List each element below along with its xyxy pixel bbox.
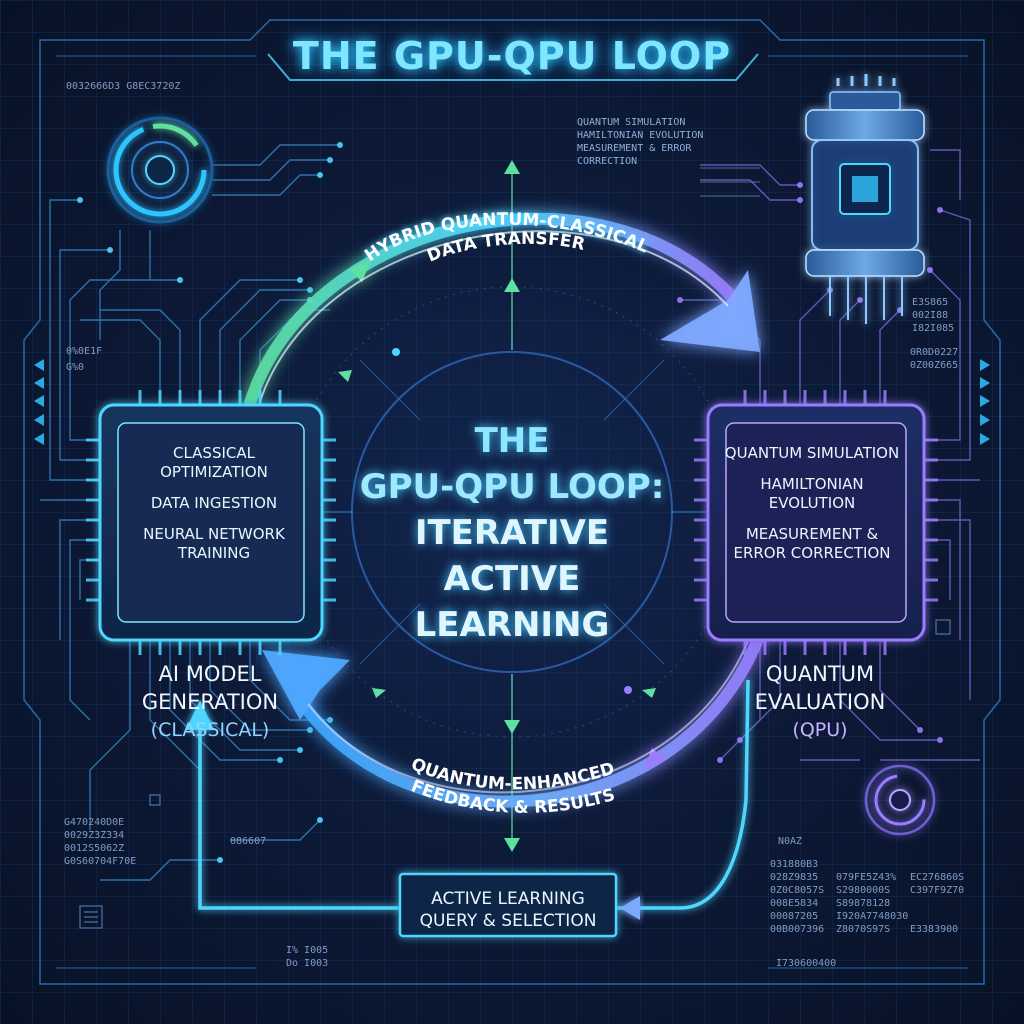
page-title: THE GPU-QPU LOOP <box>292 34 732 78</box>
quantum-task: CORRECTION <box>577 156 638 167</box>
center-title-line1: THE <box>474 421 550 461</box>
qpu-chip-items: QUANTUM SIMULATION HAMILTONIAN EVOLUTION… <box>722 444 902 575</box>
hex-line: E3S865 <box>912 297 949 308</box>
qpu-label-line2: EVALUATION <box>754 690 886 714</box>
hex-line: G470240D0E <box>64 817 125 828</box>
active-learning-line1: ACTIVE LEARNING <box>431 889 585 909</box>
quantum-task-list: QUANTUM SIMULATION HAMILTONIAN EVOLUTION… <box>577 116 747 168</box>
hex-line: 079FE5Z43% <box>836 872 897 883</box>
hex-block-right: E3S865 002I88 I82I085 <box>912 296 954 335</box>
hex-line: G0S60704F70E <box>64 856 137 867</box>
hex-col-3: EC276860S C397F9Z70 E3383900 <box>910 871 964 936</box>
hex-line: 031880B3 <box>770 859 819 870</box>
hex-block-bottom-left: G470240D0E 0029Z3Z334 0012S5062Z G0S6070… <box>64 816 136 868</box>
gpu-item: NEURAL NETWORK TRAINING <box>143 525 285 562</box>
hex-tag: G%0 <box>66 362 85 373</box>
qpu-item: MEASUREMENT & ERROR CORRECTION <box>733 525 891 562</box>
gpu-item: CLASSICAL OPTIMIZATION <box>160 444 268 481</box>
qpu-item: QUANTUM SIMULATION <box>724 444 900 462</box>
quantum-task: MEASUREMENT & ERROR <box>577 143 692 154</box>
active-learning-label: ACTIVE LEARNING QUERY & SELECTION <box>404 888 612 932</box>
hex-tag: 0%0E1F <box>66 346 103 357</box>
hex-line: 0Z00Z665 <box>910 360 959 371</box>
hex-line: 008E5834 <box>770 898 819 909</box>
hex-line: 0Z0C8057S <box>770 885 825 896</box>
quantum-task: HAMILTONIAN EVOLUTION <box>577 130 704 141</box>
hex-line: 002I88 <box>912 310 949 321</box>
qpu-chip <box>706 403 926 642</box>
active-learning-line2: QUERY & SELECTION <box>419 911 597 931</box>
gpu-chip <box>98 403 324 642</box>
hex-col-1: 031880B3 028Z9835 0Z0C8057S 008E5834 000… <box>770 858 824 936</box>
hex-tag: N0AZ <box>778 836 803 847</box>
hex-line: EC276860S <box>910 872 965 883</box>
hex-line: S2980000S <box>836 885 891 896</box>
qpu-label-line1: QUANTUM <box>765 662 875 686</box>
gpu-label: AI MODEL GENERATION (CLASSICAL) <box>100 660 320 744</box>
center-title-line4: ACTIVE <box>443 559 581 599</box>
ring-gauge-icon <box>106 116 214 224</box>
hex-line: Z8070S97S <box>836 924 891 935</box>
gpu-item: DATA INGESTION <box>150 494 278 512</box>
gpu-label-sub: (CLASSICAL) <box>150 719 270 741</box>
hex-line: 028Z9835 <box>770 872 819 883</box>
center-title: THE GPU-QPU LOOP: ITERATIVE ACTIVE LEARN… <box>352 418 672 648</box>
hex-code-top-left: 0032666D3 G8EC3720Z <box>66 81 181 92</box>
hex-col-2: 079FE5Z43% S2980000S S89878128 I920A7748… <box>836 871 908 936</box>
qpu-item: HAMILTONIAN EVOLUTION <box>760 475 864 512</box>
hex-line: S89878128 <box>836 898 891 909</box>
center-title-line5: LEARNING <box>414 605 610 645</box>
hex-line: 00B007396 <box>770 924 825 935</box>
hex-line: 0012S5062Z <box>64 843 125 854</box>
hex-line: 00087205 <box>770 911 819 922</box>
hex-line: I920A7748030 <box>836 911 909 922</box>
qpu-label: QUANTUM EVALUATION (QPU) <box>730 660 910 744</box>
hex-line: E3383900 <box>910 924 959 935</box>
hex-line: Do I003 <box>286 958 329 969</box>
hex-line: 0R0D0227 <box>910 347 959 358</box>
hex-line: I% I005 <box>286 945 329 956</box>
hex-block-bottom-mid: I% I005 Do I003 <box>286 944 328 970</box>
hex-block-right-2: 0R0D0227 0Z00Z665 <box>910 346 958 372</box>
center-title-line3: ITERATIVE <box>414 513 610 553</box>
quantum-processor-icon <box>805 74 925 324</box>
gpu-chip-items: CLASSICAL OPTIMIZATION DATA INGESTION NE… <box>118 444 310 575</box>
hex-tag: 086607 <box>230 836 267 847</box>
gpu-label-line2: GENERATION <box>141 690 279 714</box>
center-title-line2: GPU-QPU LOOP: <box>359 467 665 507</box>
hex-tag: I730600400 <box>776 958 837 969</box>
active-learning-box <box>398 872 618 938</box>
hex-line: C397F9Z70 <box>910 885 965 896</box>
hex-line: I82I085 <box>912 323 955 334</box>
qpu-label-sub: (QPU) <box>792 719 848 741</box>
gpu-label-line1: AI MODEL <box>158 662 262 686</box>
quantum-task: QUANTUM SIMULATION <box>577 117 686 128</box>
hex-line: 0029Z3Z334 <box>64 830 125 841</box>
